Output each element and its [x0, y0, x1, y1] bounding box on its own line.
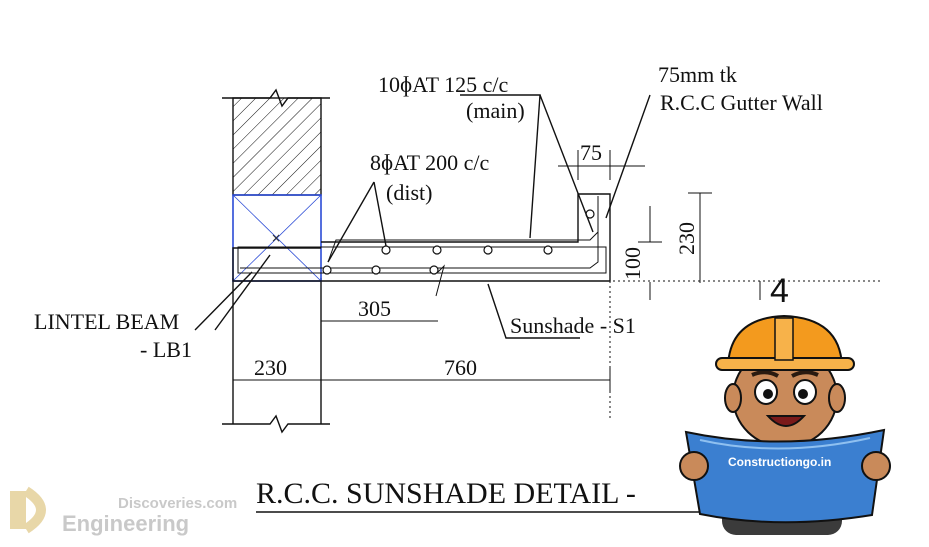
dim-100: 100: [620, 247, 645, 280]
engineer-mascot: Constructiongo.in: [679, 314, 891, 535]
dimensions: [233, 150, 761, 392]
sunshade-label: Sunshade - S1: [510, 313, 636, 338]
main-bar-label: 10ɸAT 125 c/c: [378, 72, 509, 97]
dim-760: 760: [444, 355, 477, 380]
lintel-beam-label: LINTEL BEAM: [34, 309, 179, 334]
gutter-thickness-label: 75mm tk: [658, 62, 737, 87]
dist-bar-note: (dist): [386, 180, 432, 205]
section-mark: 4: [770, 272, 789, 310]
svg-text:×: ×: [271, 231, 281, 245]
watermark-logo: Discoveries.com Engineering: [10, 486, 237, 536]
gutter-wall-label: R.C.C Gutter Wall: [660, 90, 823, 115]
dim-75: 75: [580, 140, 602, 165]
brick-wall: [222, 88, 330, 196]
drawing-title: R.C.C. SUNSHADE DETAIL -: [256, 477, 636, 510]
break-line-bottom: [222, 414, 330, 434]
watermark-line1: Discoveries.com: [118, 495, 237, 512]
badge-text: Constructiongo.in: [728, 455, 831, 469]
dim-230-base: 230: [254, 355, 287, 380]
slab-inner-line: [237, 246, 607, 274]
dist-bar-label: 8ɸAT 200 c/c: [370, 150, 490, 175]
dim-230-wall: 230: [674, 222, 699, 255]
dim-305: 305: [358, 296, 391, 321]
leader-lines: [194, 94, 651, 339]
lintel-beam-code: - LB1: [140, 337, 192, 362]
watermark-line2: Engineering: [62, 511, 189, 536]
sunshade-slab: [232, 193, 611, 282]
main-bar-note: (main): [466, 98, 525, 123]
main-reinforcement: [240, 196, 599, 269]
top-reinforcement: [327, 231, 599, 263]
bar-tick: [435, 264, 445, 297]
distribution-bars: [322, 209, 595, 275]
